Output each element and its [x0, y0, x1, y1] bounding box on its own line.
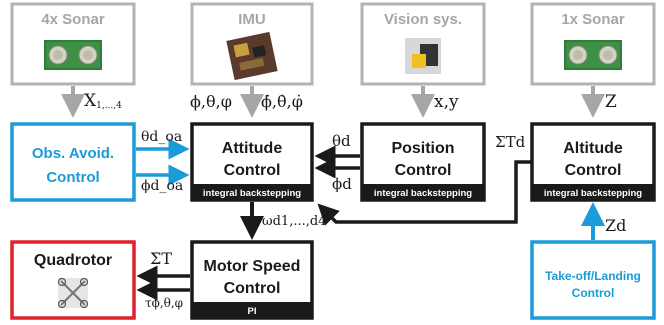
attitude-line1: Attitude: [222, 140, 283, 157]
quadrotor-label: Quadrotor: [34, 252, 112, 269]
sensor-vision-system: Vision sys.: [360, 2, 486, 86]
tau-label: τϕ,θ,φ: [145, 296, 183, 310]
quadrotor-icon: [57, 277, 89, 309]
obs-avoid-line2: Control: [46, 169, 99, 186]
imu-board-icon: [226, 31, 278, 81]
position-line2: Control: [395, 162, 452, 179]
obs-avoid-control-block: Obs. Avoid. Control: [10, 122, 136, 202]
phi-oa-label: ϕd_oa: [141, 178, 183, 194]
theta-oa-label: θd_oa: [141, 129, 182, 145]
motor-line1: Motor Speed: [204, 258, 301, 275]
sonar4-label: 4x Sonar: [41, 11, 105, 28]
obs-avoid-line1: Obs. Avoid.: [32, 145, 114, 162]
attitude-control-block: Attitude Control integral backstepping: [190, 122, 314, 202]
altitude-line1: Altitude: [563, 140, 623, 157]
sonar-board-icon: [564, 40, 622, 70]
sonar1-label: 1x Sonar: [561, 11, 625, 28]
altitude-control-block: Altitude Control integral backstepping: [530, 122, 656, 202]
motor-footer: PI: [248, 306, 257, 317]
attitude-line2: Control: [224, 162, 281, 179]
sensor-4x-sonar: 4x Sonar: [10, 2, 136, 86]
sonar4-output-label: X1,...,4: [84, 91, 122, 111]
altitude-line2: Control: [565, 162, 622, 179]
sensor-imu: IMU: [190, 2, 314, 86]
vision-output-label: x,y: [434, 92, 459, 112]
sonar1-output-label: Z: [605, 92, 617, 112]
quadrotor-block: Quadrotor: [10, 240, 136, 320]
position-control-block: Position Control integral backstepping: [360, 122, 486, 202]
omega-label: ωd1,...,d4: [262, 214, 326, 229]
sensor-1x-sonar: 1x Sonar: [530, 2, 656, 86]
imu-output-right-label: ϕ̇,θ̇,φ̇: [261, 92, 303, 111]
vision-label: Vision sys.: [384, 11, 462, 28]
sonar-board-icon: [44, 40, 102, 70]
position-line1: Position: [391, 140, 454, 157]
imu-output-left-label: ϕ,θ,φ: [190, 92, 232, 111]
imu-label: IMU: [238, 11, 266, 28]
altitude-footer: integral backstepping: [544, 188, 642, 199]
theta-d-label: θd: [332, 132, 351, 150]
sum-td-arrow: [317, 160, 532, 226]
motor-speed-control-block: Motor Speed Control PI: [190, 240, 314, 320]
phi-d-label: ϕd: [332, 175, 352, 193]
sum-td-label: ΣTd: [495, 133, 526, 151]
sum-t-label: ΣT: [150, 249, 172, 268]
attitude-footer: integral backstepping: [203, 188, 301, 199]
zd-label: Zd: [605, 216, 626, 235]
takeoff-line1: Take-off/Landing: [545, 269, 641, 283]
camera-icon: [405, 38, 441, 74]
position-footer: integral backstepping: [374, 188, 472, 199]
motor-line2: Control: [224, 280, 281, 297]
takeoff-line2: Control: [572, 286, 615, 300]
takeoff-landing-control-block: Take-off/Landing Control: [530, 240, 656, 320]
